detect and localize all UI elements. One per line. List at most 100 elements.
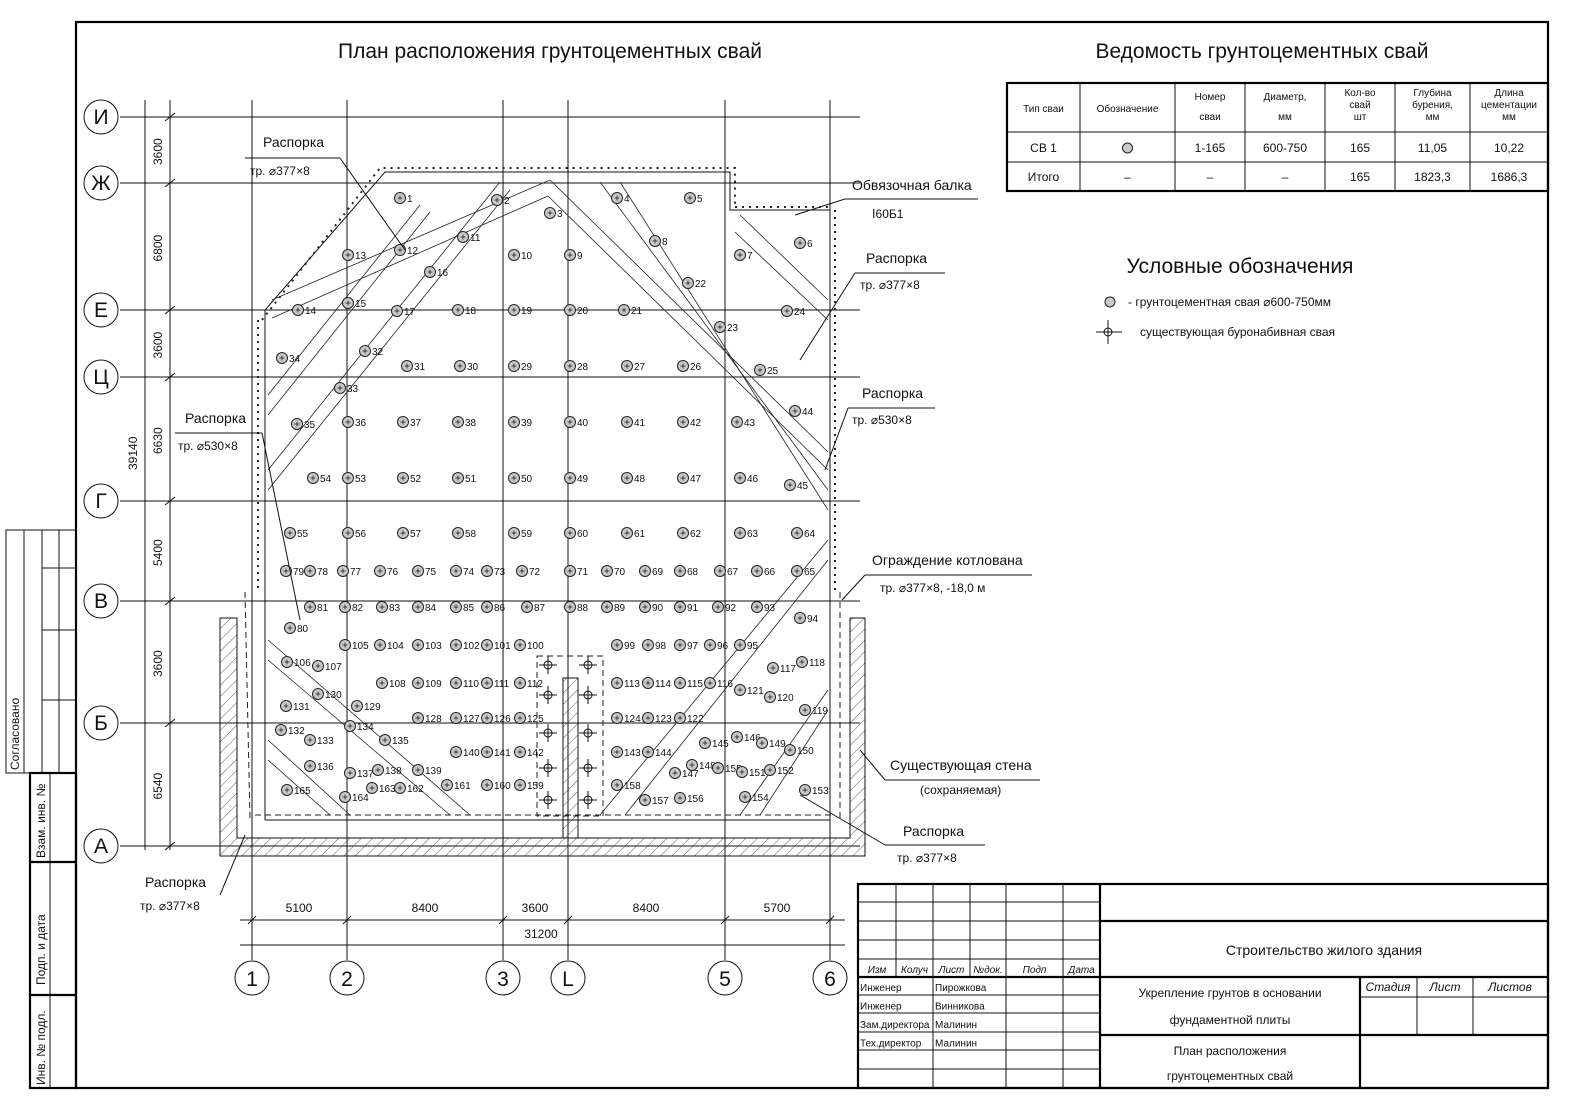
pile-number: 151 xyxy=(749,768,766,779)
pile-number: 23 xyxy=(727,323,739,334)
schedule-cell: – xyxy=(1124,170,1131,184)
svg-text:Ц: Ц xyxy=(93,366,109,389)
pile-number: 77 xyxy=(350,567,362,578)
pile: 80 xyxy=(284,622,309,635)
bored-pile-symbol-icon xyxy=(579,656,597,674)
svg-text:L: L xyxy=(562,968,574,991)
pile-number: 103 xyxy=(425,641,442,652)
pile-number: 122 xyxy=(687,714,704,725)
pile-number: 80 xyxy=(297,624,309,635)
pile-number: 82 xyxy=(352,603,364,614)
pile: 121 xyxy=(734,684,764,697)
tb-col-header: №док. xyxy=(973,965,1002,976)
axis-marker-col: 6 xyxy=(812,960,848,996)
stamp-replace-inv: Взам. инв. № xyxy=(34,784,48,858)
svg-text:А: А xyxy=(94,835,108,858)
pile-number: 30 xyxy=(467,362,479,373)
dim-left-total: 39140 xyxy=(126,436,140,470)
pile-number: 89 xyxy=(614,603,626,614)
pile: 45 xyxy=(784,479,809,492)
pile: 75 xyxy=(412,565,437,578)
pile: 129 xyxy=(351,700,381,713)
svg-text:Распорка: Распорка xyxy=(263,134,324,150)
tb-sheets-header: Листов xyxy=(1487,980,1532,994)
sheet-frame xyxy=(74,20,1550,1090)
pile: 93 xyxy=(751,601,776,614)
pile-number: 146 xyxy=(744,733,761,744)
pile-number: 12 xyxy=(407,246,419,257)
dim-bottom: 3600 xyxy=(522,901,549,915)
tb-name: Пирожкова xyxy=(935,983,987,994)
pile: 36 xyxy=(342,416,367,429)
pile-number: 90 xyxy=(652,603,664,614)
pile: 24 xyxy=(781,305,806,318)
pile: 25 xyxy=(754,364,779,377)
svg-text:тр. ⌀377×8: тр. ⌀377×8 xyxy=(250,164,310,178)
pile: 54 xyxy=(307,472,332,485)
pile: 122 xyxy=(674,712,704,725)
pile: 132 xyxy=(275,724,305,737)
pile-number: 28 xyxy=(577,362,589,373)
svg-text:тр. ⌀530×8: тр. ⌀530×8 xyxy=(178,439,238,453)
schedule-title: Ведомость грунтоцементных свай xyxy=(1095,40,1428,63)
pile: 12 xyxy=(394,244,419,257)
pile: 143 xyxy=(611,746,641,759)
pile: 11 xyxy=(457,231,481,244)
bored-pile-symbol-icon xyxy=(579,724,597,742)
pile: 26 xyxy=(677,360,702,373)
pile: 152 xyxy=(764,764,794,777)
pile: 162 xyxy=(394,782,424,795)
pile: 42 xyxy=(677,416,702,429)
pile-number: 65 xyxy=(804,567,816,578)
pile: 165 xyxy=(281,784,311,797)
pile-number: 8 xyxy=(662,237,668,248)
pile: 69 xyxy=(639,565,664,578)
pile-number: 62 xyxy=(690,529,702,540)
schedule-cell: СВ 1 xyxy=(1030,141,1057,155)
pile-number: 11 xyxy=(470,233,481,244)
dim-bottom: 8400 xyxy=(633,901,660,915)
pile: 119 xyxy=(799,704,828,717)
pile: 1 xyxy=(394,192,413,205)
svg-text:Г: Г xyxy=(95,490,106,513)
pile-number: 44 xyxy=(802,407,814,418)
pile: 136 xyxy=(304,760,334,773)
pile: 91 xyxy=(674,601,699,614)
pile-number: 126 xyxy=(494,714,511,725)
bored-pile-symbol-icon xyxy=(579,791,597,809)
pile: 28 xyxy=(564,360,589,373)
svg-text:И: И xyxy=(93,106,108,129)
pile-number: 121 xyxy=(747,686,764,697)
schedule-cell: 600-750 xyxy=(1263,141,1307,155)
pile: 84 xyxy=(412,601,437,614)
pile: 61 xyxy=(621,527,646,540)
pile: 33 xyxy=(334,382,359,395)
pile-number: 2 xyxy=(504,196,510,207)
pile-number: 10 xyxy=(521,251,533,262)
pile: 40 xyxy=(564,416,589,429)
schedule-cell: 1823,3 xyxy=(1414,170,1451,184)
svg-text:Б: Б xyxy=(94,712,108,735)
pile: 71 xyxy=(564,565,589,578)
pile-number: 56 xyxy=(355,529,367,540)
svg-text:Е: Е xyxy=(94,299,108,322)
pile: 46 xyxy=(734,472,759,485)
pile-number: 71 xyxy=(577,567,589,578)
pile: 19 xyxy=(508,304,533,317)
pile: 49 xyxy=(564,472,589,485)
pile-number: 48 xyxy=(634,474,646,485)
svg-text:тр. ⌀530×8: тр. ⌀530×8 xyxy=(852,413,912,427)
pile-number: 53 xyxy=(355,474,367,485)
tb-name: Малинин xyxy=(935,1020,977,1031)
axis-marker-row: Е xyxy=(83,292,119,328)
bored-pile-symbol-icon xyxy=(539,759,557,777)
pile: 29 xyxy=(508,360,533,373)
pile: 95 xyxy=(734,639,759,652)
pile: 163 xyxy=(366,782,396,795)
svg-text:1: 1 xyxy=(246,968,258,991)
pile-number: 86 xyxy=(494,603,506,614)
pile-number: 143 xyxy=(624,748,641,759)
pile-number: 102 xyxy=(463,641,480,652)
